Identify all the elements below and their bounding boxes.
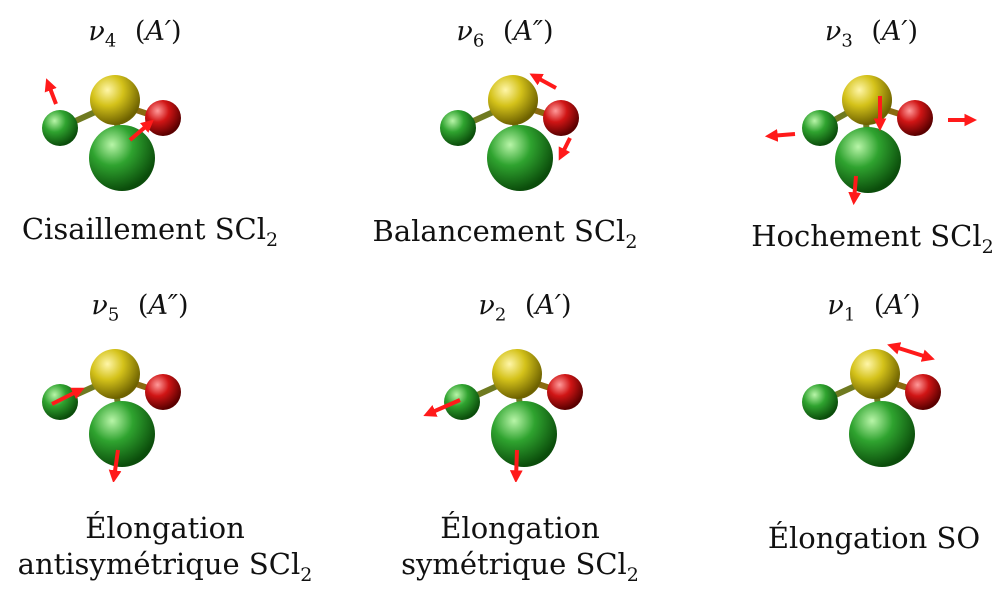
displacement-arrow: [44, 78, 58, 105]
mode-caption: Balancement SCl2: [372, 214, 638, 253]
chlorine-atom: [835, 127, 901, 193]
chlorine-atom: [440, 110, 476, 146]
chlorine-atom: [849, 401, 915, 467]
mode-label: ν2 (A′): [478, 290, 572, 326]
displacement-arrow: [558, 137, 572, 161]
oxygen-atom: [543, 100, 579, 136]
displacement-arrow: [51, 387, 85, 406]
mode-cell-nu5: ν5 (A″) Élongation antisymétrique SCl2: [18, 280, 330, 593]
oxygen-atom: [145, 374, 181, 410]
oxygen-atom: [547, 374, 583, 410]
mode-caption: Élongation antisymétrique SCl2: [17, 511, 313, 586]
oxygen-atom: [905, 374, 941, 410]
molecule-scl2o: [42, 75, 181, 191]
sulfur-atom: [842, 75, 892, 125]
chlorine-atom: [802, 384, 838, 420]
mode-cell-nu3: ν3 (A′) Hochement SCl2: [735, 0, 1008, 260]
displacement-arrow: [529, 73, 557, 90]
mode-cell-nu4: ν4 (A′) Cisaillement SCl2: [22, 0, 300, 260]
mode-label: ν3 (A′): [824, 16, 919, 52]
displacement-arrow: [128, 119, 154, 142]
mode-cell-nu2: ν2 (A′) Élongation symétrique SCl2: [390, 280, 660, 593]
chlorine-atom: [444, 384, 480, 420]
molecule-scl2o: [764, 75, 978, 206]
chlorine-atom: [802, 110, 838, 146]
displacement-arrow: [509, 449, 523, 482]
displacement-arrow: [108, 449, 122, 482]
chlorine-atom: [487, 125, 553, 191]
chlorine-atom: [89, 401, 155, 467]
sulfur-atom: [90, 349, 140, 399]
molecule-scl2o: [423, 349, 583, 482]
displacement-arrow: [764, 129, 796, 142]
sulfur-atom: [492, 349, 542, 399]
oxygen-atom: [897, 100, 933, 136]
mode-cell-nu6: ν6 (A″) Balancement SCl2: [370, 0, 660, 260]
mode-label: ν1 (A′): [827, 290, 921, 326]
sulfur-atom: [90, 75, 140, 125]
displacement-arrow: [848, 175, 862, 206]
sulfur-atom: [850, 349, 900, 399]
mode-label: ν6 (A″): [456, 16, 554, 52]
mode-caption: Élongation symétrique SCl2: [401, 511, 639, 586]
displacement-arrow: [887, 342, 935, 362]
mode-label: ν4 (A′): [88, 16, 182, 52]
mode-caption: Élongation SO: [767, 521, 981, 555]
mode-label: ν5 (A″): [91, 290, 189, 326]
mode-cell-nu1: ν1 (A′) Élongation SO: [760, 280, 1008, 593]
oxygen-atom: [145, 100, 181, 136]
sulfur-atom: [488, 75, 538, 125]
chlorine-atom: [89, 125, 155, 191]
molecule-scl2o: [42, 349, 181, 482]
chlorine-atom: [491, 401, 557, 467]
mode-caption: Hochement SCl2: [751, 219, 994, 258]
molecule-scl2o: [440, 73, 579, 191]
molecule-scl2o: [802, 342, 941, 467]
displacement-arrow: [423, 398, 461, 417]
chlorine-atom: [42, 110, 78, 146]
mode-caption: Cisaillement SCl2: [21, 212, 279, 251]
